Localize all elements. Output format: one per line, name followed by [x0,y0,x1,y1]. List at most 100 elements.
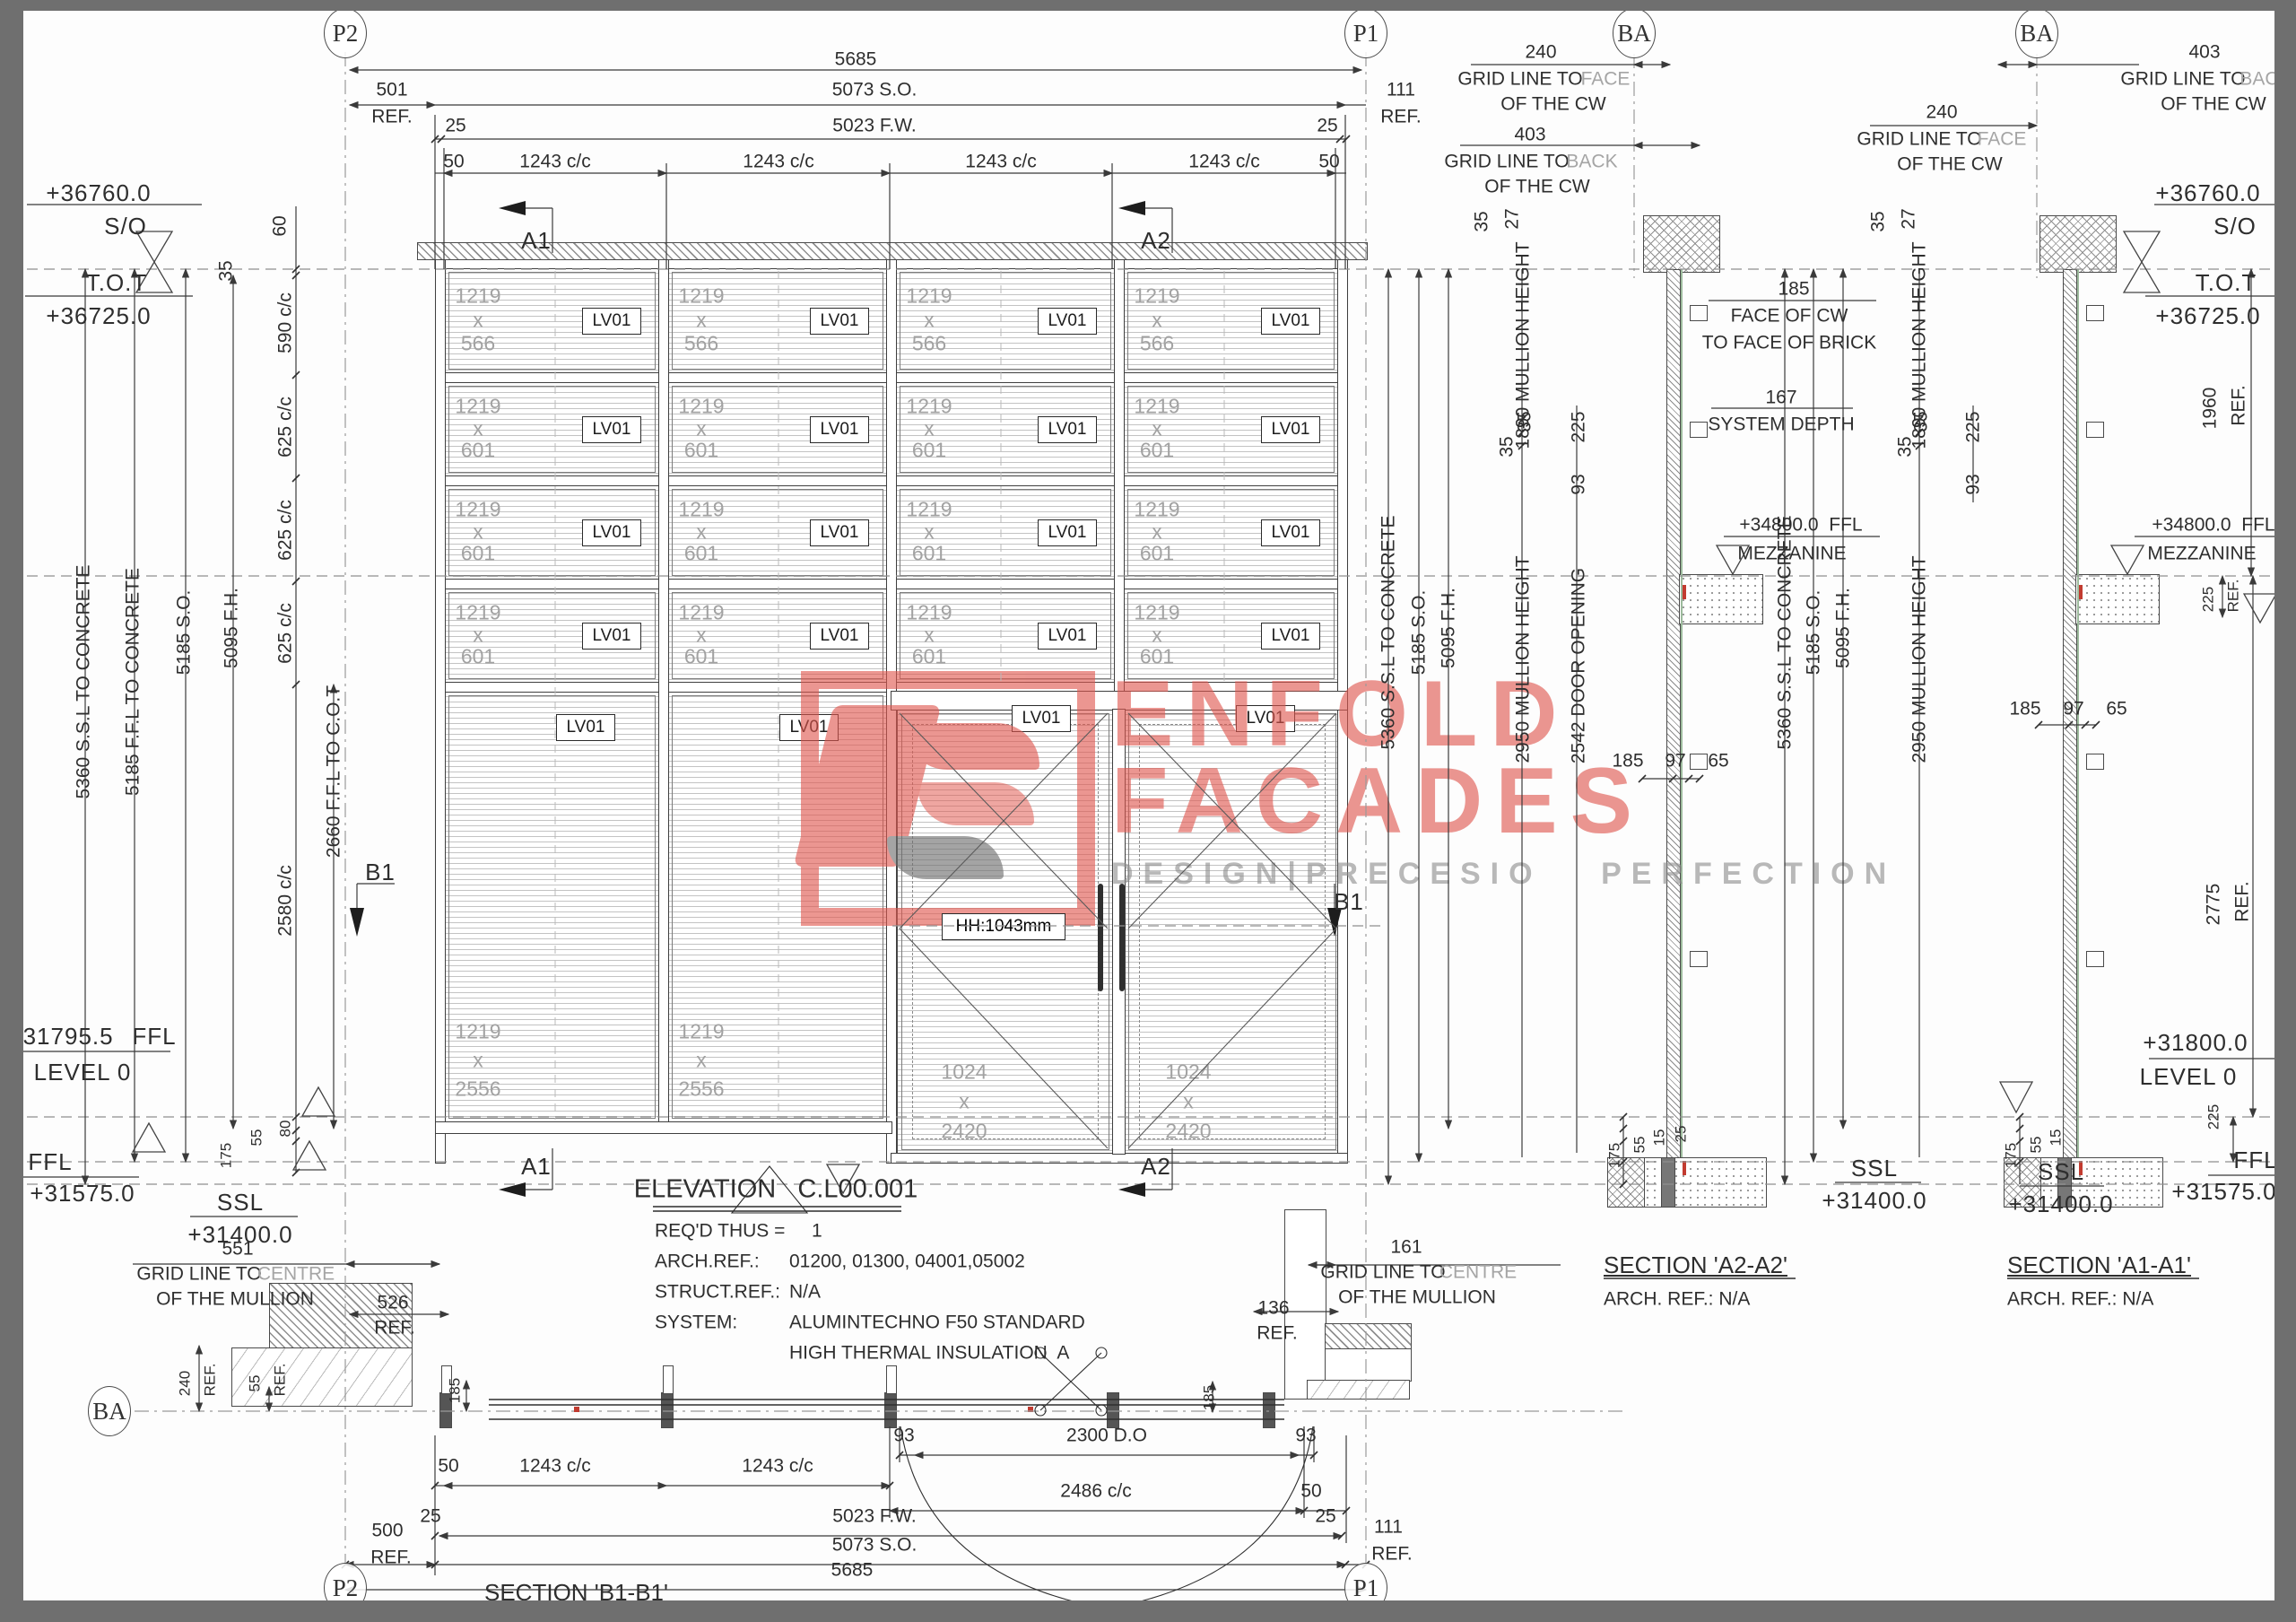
note-struct-label: STRUCT.REF.: [655,1281,781,1303]
label-403: 403 [2188,41,2221,63]
panel-size-text: 566 [1139,331,1175,355]
label-551: 551 [222,1238,254,1260]
label-31800-0: +31800.0 [2143,1029,2248,1056]
panel-size-text: x [924,416,935,440]
door-handle-left [1098,884,1103,991]
section-a2-mullion [1666,269,1681,1159]
label-ref: REF. [2231,881,2253,922]
label-27: 27 [1501,208,1523,230]
panel-size-text: 1219 [678,497,725,521]
label-50: 50 [438,1455,459,1477]
label-back: BACK [1566,151,1618,172]
panel-size-text: 566 [911,331,947,355]
label-25: 25 [1317,115,1338,136]
label-55: 55 [246,1374,264,1392]
label-111: 111 [1387,79,1415,100]
section-a2-mezzanine-slab [1679,574,1763,624]
label-level-0: LEVEL 0 [2139,1063,2238,1090]
label-31795-5: +31795.5 [8,1023,114,1050]
note-arch-label: ARCH.REF.: [655,1251,760,1272]
section-bracket [2086,951,2104,967]
label-ffl: FFL [132,1023,177,1050]
label-1243-c-c: 1243 c/c [742,1455,813,1477]
label-55: 55 [2027,1136,2045,1154]
grid-bubble-ba: BA [2015,8,2058,58]
panel-size-text: 601 [460,438,496,462]
label-36725-0: +36725.0 [2155,302,2261,329]
label-ref: REF. [371,106,413,127]
panel-size-text: 601 [1139,644,1175,668]
section-bracket [1690,422,1708,438]
label-136: 136 [1257,1297,1290,1319]
label-1960: 1960 [2199,387,2221,430]
label-face: FACE [1580,68,1631,90]
section-a1-title: SECTION 'A1-A1' [2007,1251,2191,1278]
panel-tag: LV01 [1261,622,1320,650]
panel-size-text: x [473,416,483,440]
panel-size-text: 1219 [1134,497,1180,521]
panel-tag: LV01 [1038,622,1097,650]
label-185: 185 [1778,278,1810,300]
label-50: 50 [443,151,465,172]
panel-size-text: 601 [460,541,496,565]
door-size-sep: x [1183,1089,1194,1113]
label-ref: REF. [1380,106,1422,127]
label-50: 50 [1318,151,1340,172]
panel-tag: LV01 [1261,415,1320,443]
section-bracket [1690,951,1708,967]
door-leaf-right [1124,709,1341,1155]
panel-size-text: 1219 [906,600,952,624]
panel-size-text: 601 [1139,438,1175,462]
label-55: 55 [1631,1136,1648,1154]
section-bracket [1690,305,1708,321]
elevation-title: ELEVATION C.L00.001 [633,1174,918,1204]
label-1243-c-c: 1243 c/c [519,151,591,172]
label-grid-line-to: GRID LINE TO [136,1263,262,1285]
label-5023-f-w: 5023 F.W. [832,1505,917,1527]
panel-size-text: x [1152,308,1162,331]
label-35: 35 [1910,411,1932,432]
panel-size-sep: x [473,1048,483,1072]
panel-size-text: x [924,519,935,543]
label-15: 15 [2047,1129,2065,1147]
label-mezzanine: MEZZANINE [2147,543,2257,564]
label-1243-c-c: 1243 c/c [519,1455,591,1477]
label-a2: A2 [1141,1153,1171,1180]
label-1243-c-c: 1243 c/c [1188,151,1260,172]
label-5073-s-o: 5073 S.O. [831,1534,918,1556]
label-2486-c-c: 2486 c/c [1060,1480,1132,1502]
panel-tag: LV01 [1261,519,1320,546]
label-to-face-of-brick: TO FACE OF BRICK [1701,332,1877,353]
label-ref: REF. [2228,385,2249,426]
label-31575-0: +31575.0 [2171,1178,2277,1205]
label-2775: 2775 [2203,883,2224,926]
door-size-h: 2420 [1165,1119,1212,1143]
label-25: 25 [420,1505,441,1527]
label-25: 25 [445,115,466,136]
label-36760-0: +36760.0 [2155,179,2261,206]
elevation-mullion [658,258,669,1132]
section-a1-mezzanine-slab [2075,574,2160,624]
section-a2-top-brick [1643,215,1720,273]
label-225: 225 [2199,586,2217,613]
label-161: 161 [1390,1236,1422,1258]
section-a2-glass-line [1681,269,1683,1157]
section-bracket [2086,422,2104,438]
label-15: 15 [1650,1129,1668,1147]
label-93: 93 [893,1425,915,1446]
panel-tag: LV01 [810,415,869,443]
panel-size-text: 601 [911,438,947,462]
note-req-value: 1 [812,1220,822,1242]
label-system-depth: SYSTEM DEPTH [1708,414,1855,435]
label-2580-c-c: 2580 c/c [274,865,296,937]
label-31575-0: +31575.0 [30,1180,135,1207]
panel-size-text: x [696,308,707,331]
label-36725-0: +36725.0 [46,302,152,329]
plan-mullion-cut [884,1392,897,1428]
label-ssl: SSL [216,1189,265,1216]
panel-tag: LV01 [582,307,641,335]
label-grid-line-to: GRID LINE TO [2120,68,2246,90]
plan-right-wall [1325,1348,1412,1382]
label-175: 175 [2002,1142,2020,1169]
section-a1-floor-dark [2057,1157,2072,1208]
